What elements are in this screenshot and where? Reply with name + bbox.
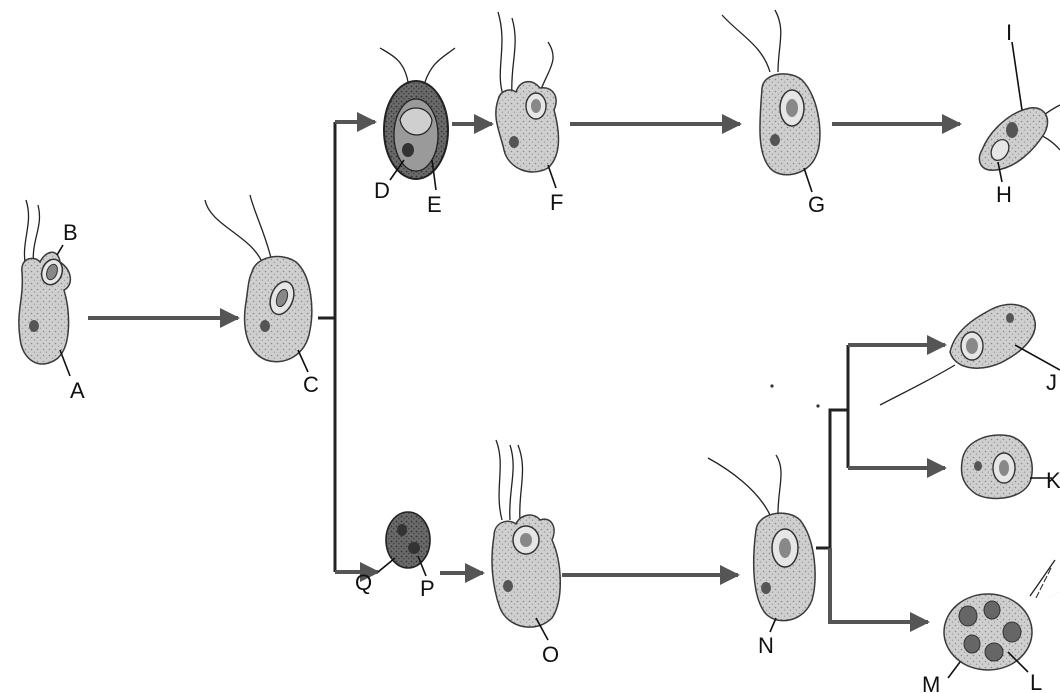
stray-dot — [816, 404, 820, 408]
label-h: H — [996, 182, 1012, 207]
label-k: K — [1046, 468, 1060, 493]
label-p: P — [420, 576, 435, 601]
label-f: F — [550, 190, 563, 215]
label-e: E — [427, 192, 442, 217]
cell-n — [707, 454, 816, 633]
cell-f — [495, 11, 560, 189]
cell-j — [879, 303, 1060, 406]
cell-g — [721, 9, 821, 193]
cell-hi — [978, 41, 1060, 183]
stray-dot — [770, 384, 774, 388]
label-i: I — [1006, 20, 1012, 45]
label-g: G — [808, 192, 825, 217]
label-n: N — [758, 633, 774, 658]
letter-labels: A B C D E F G H I J K L M N O P Q — [63, 20, 1060, 693]
arrow-n-to-lm — [828, 548, 930, 632]
cell-c — [204, 194, 313, 373]
cell-a — [18, 199, 72, 377]
cell-o — [491, 439, 561, 641]
cell-k — [960, 434, 1052, 500]
label-l: L — [1030, 670, 1042, 693]
cell-pq — [377, 511, 431, 577]
cell-de — [379, 47, 456, 191]
label-q: Q — [355, 570, 372, 595]
label-b: B — [63, 220, 78, 245]
cell-lm — [943, 559, 1060, 679]
label-j: J — [1046, 370, 1057, 395]
branch-from-c — [318, 122, 337, 572]
label-d: D — [374, 178, 390, 203]
label-o: O — [542, 642, 559, 667]
flow-arrows — [88, 112, 962, 632]
label-a: A — [70, 378, 85, 403]
label-c: C — [303, 372, 319, 397]
label-m: M — [922, 672, 940, 693]
